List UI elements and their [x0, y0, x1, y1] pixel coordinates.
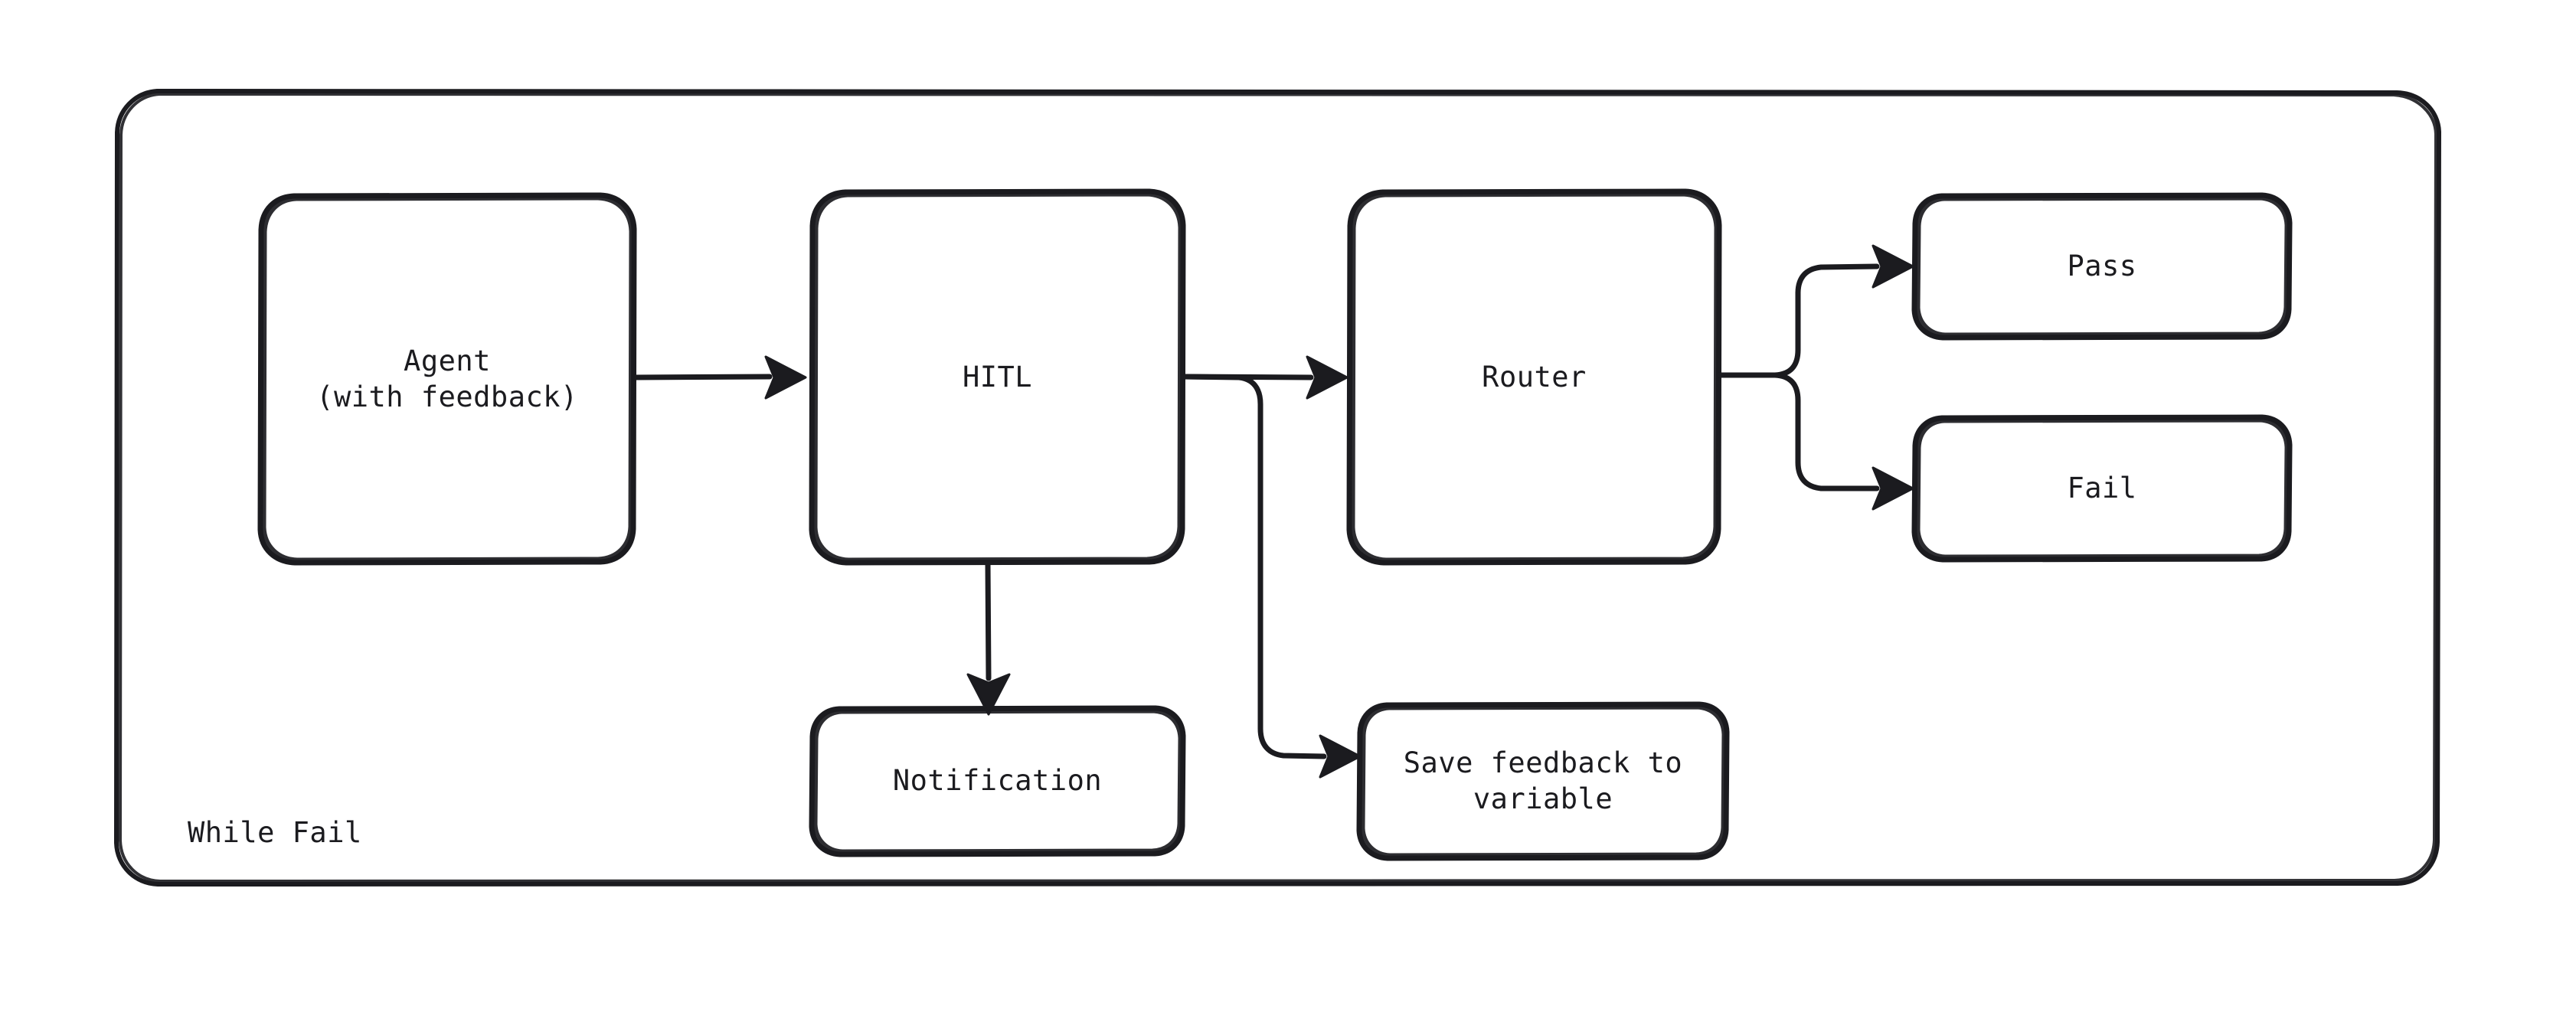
- node-router-hit[interactable]: [1349, 191, 1719, 563]
- node-agent-hit[interactable]: [260, 195, 634, 563]
- node-router[interactable]: [1346, 188, 1722, 566]
- node-save-feedback-hit[interactable]: [1359, 704, 1727, 857]
- node-notification[interactable]: [809, 705, 1186, 857]
- node-hitl[interactable]: [809, 188, 1186, 566]
- while-fail-frame[interactable]: [114, 89, 2441, 887]
- node-hitl-hit[interactable]: [812, 191, 1183, 563]
- node-pass[interactable]: [1911, 192, 2293, 341]
- node-pass-hit[interactable]: [1914, 195, 2290, 337]
- edge-agent-to-hitl[interactable]: [632, 355, 807, 400]
- edge-hitl-to-notification[interactable]: [966, 561, 1011, 716]
- node-fail[interactable]: [1911, 414, 2293, 563]
- node-save-feedback[interactable]: [1356, 701, 1730, 861]
- edge-router-to-pass[interactable]: [1717, 244, 1914, 378]
- edge-hitl-to-save-feedback[interactable]: [1181, 374, 1362, 779]
- node-agent[interactable]: [257, 192, 637, 566]
- node-fail-hit[interactable]: [1914, 417, 2290, 559]
- edge-router-to-fail[interactable]: [1717, 372, 1914, 511]
- node-notification-hit[interactable]: [812, 708, 1183, 854]
